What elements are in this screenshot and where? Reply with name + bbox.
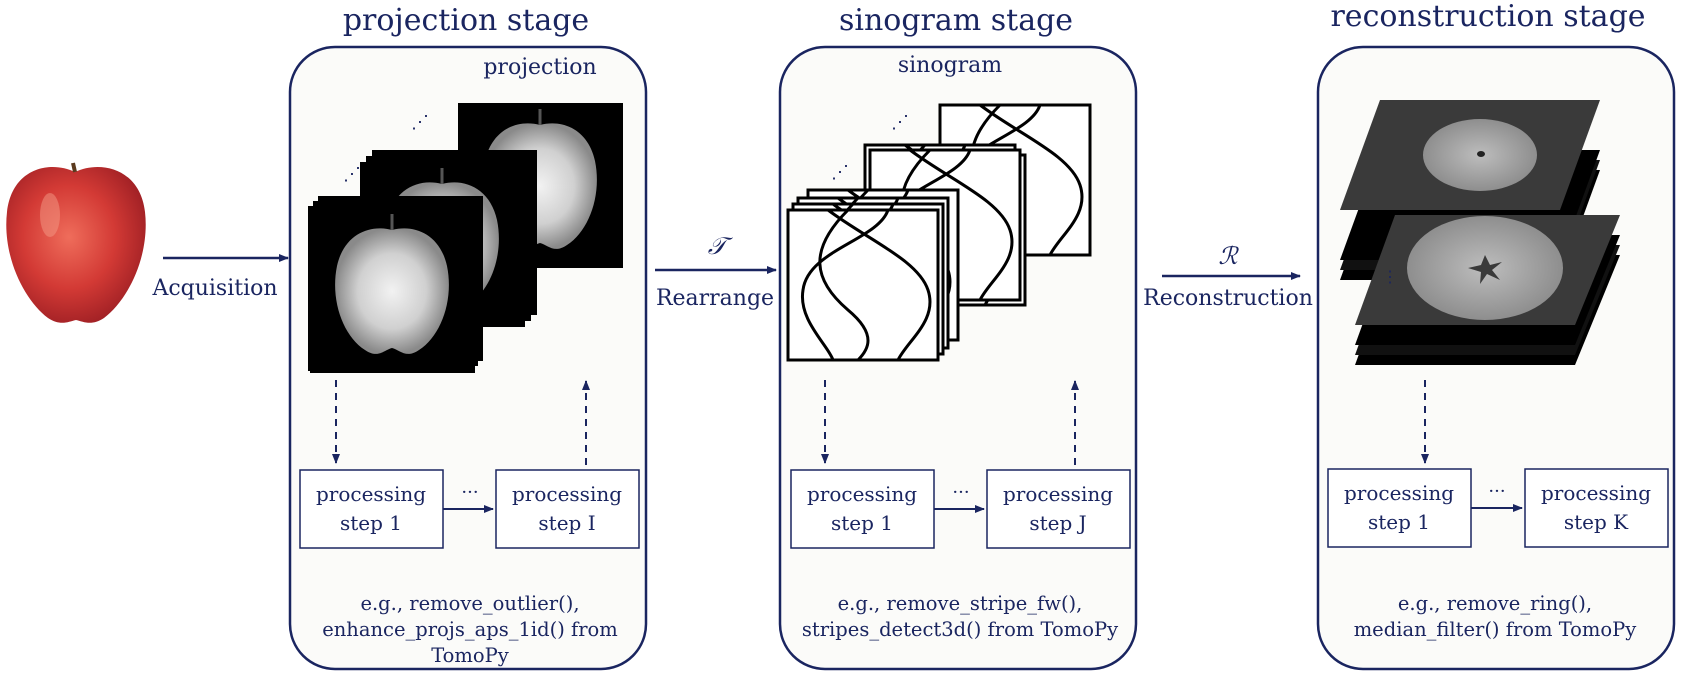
apple-photo-icon bbox=[6, 162, 146, 323]
processing-step-box: processing step J bbox=[986, 469, 1131, 549]
svg-text:step K: step K bbox=[1564, 510, 1629, 534]
svg-text:processing: processing bbox=[1003, 482, 1113, 506]
acquisition-arrow: Acquisition bbox=[151, 254, 289, 301]
sinogram-stage-panel: sinogram stage sinogram ⋰ ⋰ processing s… bbox=[778, 3, 1138, 671]
example-line: enhance_projs_aps_1id() from bbox=[322, 618, 618, 641]
reconstruction-stage-panel: reconstruction stage ⋮ processing step 1 bbox=[1316, 0, 1676, 671]
reconstruction-arrow: ℛ Reconstruction bbox=[1143, 242, 1313, 311]
svg-text:step 1: step 1 bbox=[831, 511, 893, 535]
stack-ellipsis: ⋰ bbox=[411, 112, 429, 133]
reconstruction-symbol: ℛ bbox=[1218, 242, 1239, 270]
sinogram-label: sinogram bbox=[898, 53, 1002, 78]
example-line: median_filter() from TomoPy bbox=[1354, 618, 1637, 641]
example-line: stripes_detect3d() from TomoPy bbox=[802, 618, 1118, 641]
stack-ellipsis: ⋮ bbox=[1382, 267, 1398, 286]
step-ellipsis: ··· bbox=[952, 482, 969, 503]
example-line: TomoPy bbox=[431, 644, 509, 667]
example-line: e.g., remove_ring(), bbox=[1398, 592, 1592, 615]
rearrange-label: Rearrange bbox=[656, 286, 774, 311]
projection-stage-panel: projection stage projection ⋰ ⋰ processi… bbox=[288, 3, 648, 671]
acquisition-label: Acquisition bbox=[151, 276, 277, 301]
svg-text:processing: processing bbox=[1541, 481, 1651, 505]
stack-ellipsis: ⋰ bbox=[831, 162, 849, 183]
svg-text:processing: processing bbox=[316, 482, 426, 506]
svg-text:processing: processing bbox=[1344, 481, 1454, 505]
processing-step-box: processing step 1 bbox=[299, 469, 444, 549]
processing-step-box: processing step 1 bbox=[1327, 468, 1472, 548]
svg-text:step 1: step 1 bbox=[1368, 510, 1430, 534]
stage-title: sinogram stage bbox=[839, 3, 1073, 38]
stack-ellipsis: ⋰ bbox=[343, 164, 361, 185]
processing-step-box: processing step I bbox=[495, 469, 640, 549]
svg-text:step I: step I bbox=[538, 511, 595, 535]
svg-text:step J: step J bbox=[1029, 511, 1086, 535]
processing-step-box: processing step K bbox=[1524, 468, 1669, 548]
example-line: e.g., remove_outlier(), bbox=[360, 592, 579, 615]
svg-text:processing: processing bbox=[512, 482, 622, 506]
example-line: e.g., remove_stripe_fw(), bbox=[838, 592, 1083, 615]
projection-label: projection bbox=[483, 55, 596, 80]
transpose-symbol: 𝒯 bbox=[708, 232, 734, 260]
ct-slice-icon bbox=[1340, 100, 1620, 365]
step-ellipsis: ··· bbox=[461, 482, 478, 503]
reconstruction-label: Reconstruction bbox=[1143, 286, 1313, 311]
step-ellipsis: ··· bbox=[1488, 481, 1505, 502]
svg-text:processing: processing bbox=[807, 482, 917, 506]
stage-title: reconstruction stage bbox=[1330, 0, 1645, 34]
processing-step-box: processing step 1 bbox=[790, 469, 935, 549]
svg-text:step 1: step 1 bbox=[340, 511, 402, 535]
rearrange-arrow: 𝒯 Rearrange bbox=[655, 232, 777, 311]
stage-title: projection stage bbox=[343, 3, 589, 38]
stack-ellipsis: ⋰ bbox=[891, 112, 909, 133]
